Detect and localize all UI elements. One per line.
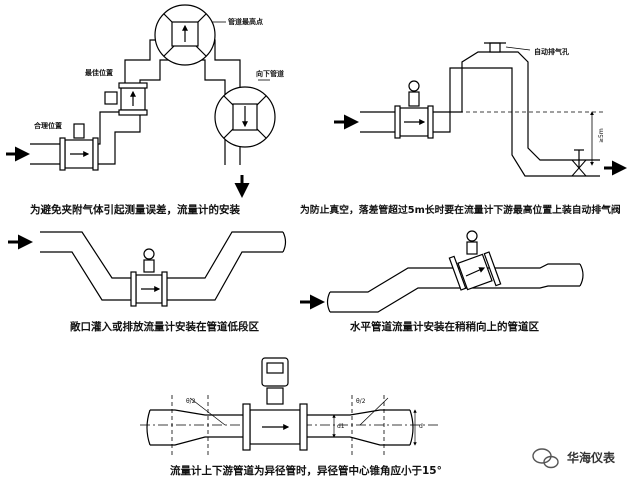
label-big-diameter: d <box>419 423 423 430</box>
caption-panel-2: 为防止真空，落差管超过5m长时要在流量计下游最高位置上装自动排气阀 <box>300 203 621 216</box>
panel-2-pipe <box>360 51 600 177</box>
label-best-position: 最佳位置 <box>85 68 113 77</box>
panel-2-vacuum-prevention <box>334 42 627 177</box>
label-height-dimension: ≥5m <box>598 128 605 143</box>
caption-panel-3: 敞口灌入或排放流量计安装在管道低段区 <box>70 320 259 333</box>
panel-3-open-inlet <box>8 231 287 307</box>
caption-panel-1: 为避免夹附气体引起测量误差，流量计的安装 <box>30 203 240 216</box>
label-small-diameter: d1 <box>337 423 345 430</box>
caption-panel-5: 流量计上下游管道为异径管时，异径管中心锥角应小于15° <box>170 464 442 477</box>
panel-1-air-bubble-avoidance <box>6 4 276 198</box>
panel-1-pipe <box>30 39 241 165</box>
wechat-icon <box>532 448 559 469</box>
label-downward-pipe: 向下管道 <box>256 69 284 78</box>
panel-5-reducer-pipe <box>140 357 440 455</box>
caption-panel-4: 水平管道流量计安装在稍稍向上的管道区 <box>349 320 539 333</box>
label-highest-point: 管道最高点 <box>228 17 263 26</box>
watermark-text: 华海仪表 <box>567 450 616 465</box>
panel-4-upward-slope <box>300 230 584 313</box>
auto-vent-valve <box>489 42 501 53</box>
label-auto-vent: 自动排气孔 <box>534 47 569 56</box>
label-half-angle-right: θ/2 <box>356 398 366 405</box>
label-half-angle-left: θ/2 <box>186 398 196 405</box>
label-good-position: 合理位置 <box>33 121 62 130</box>
